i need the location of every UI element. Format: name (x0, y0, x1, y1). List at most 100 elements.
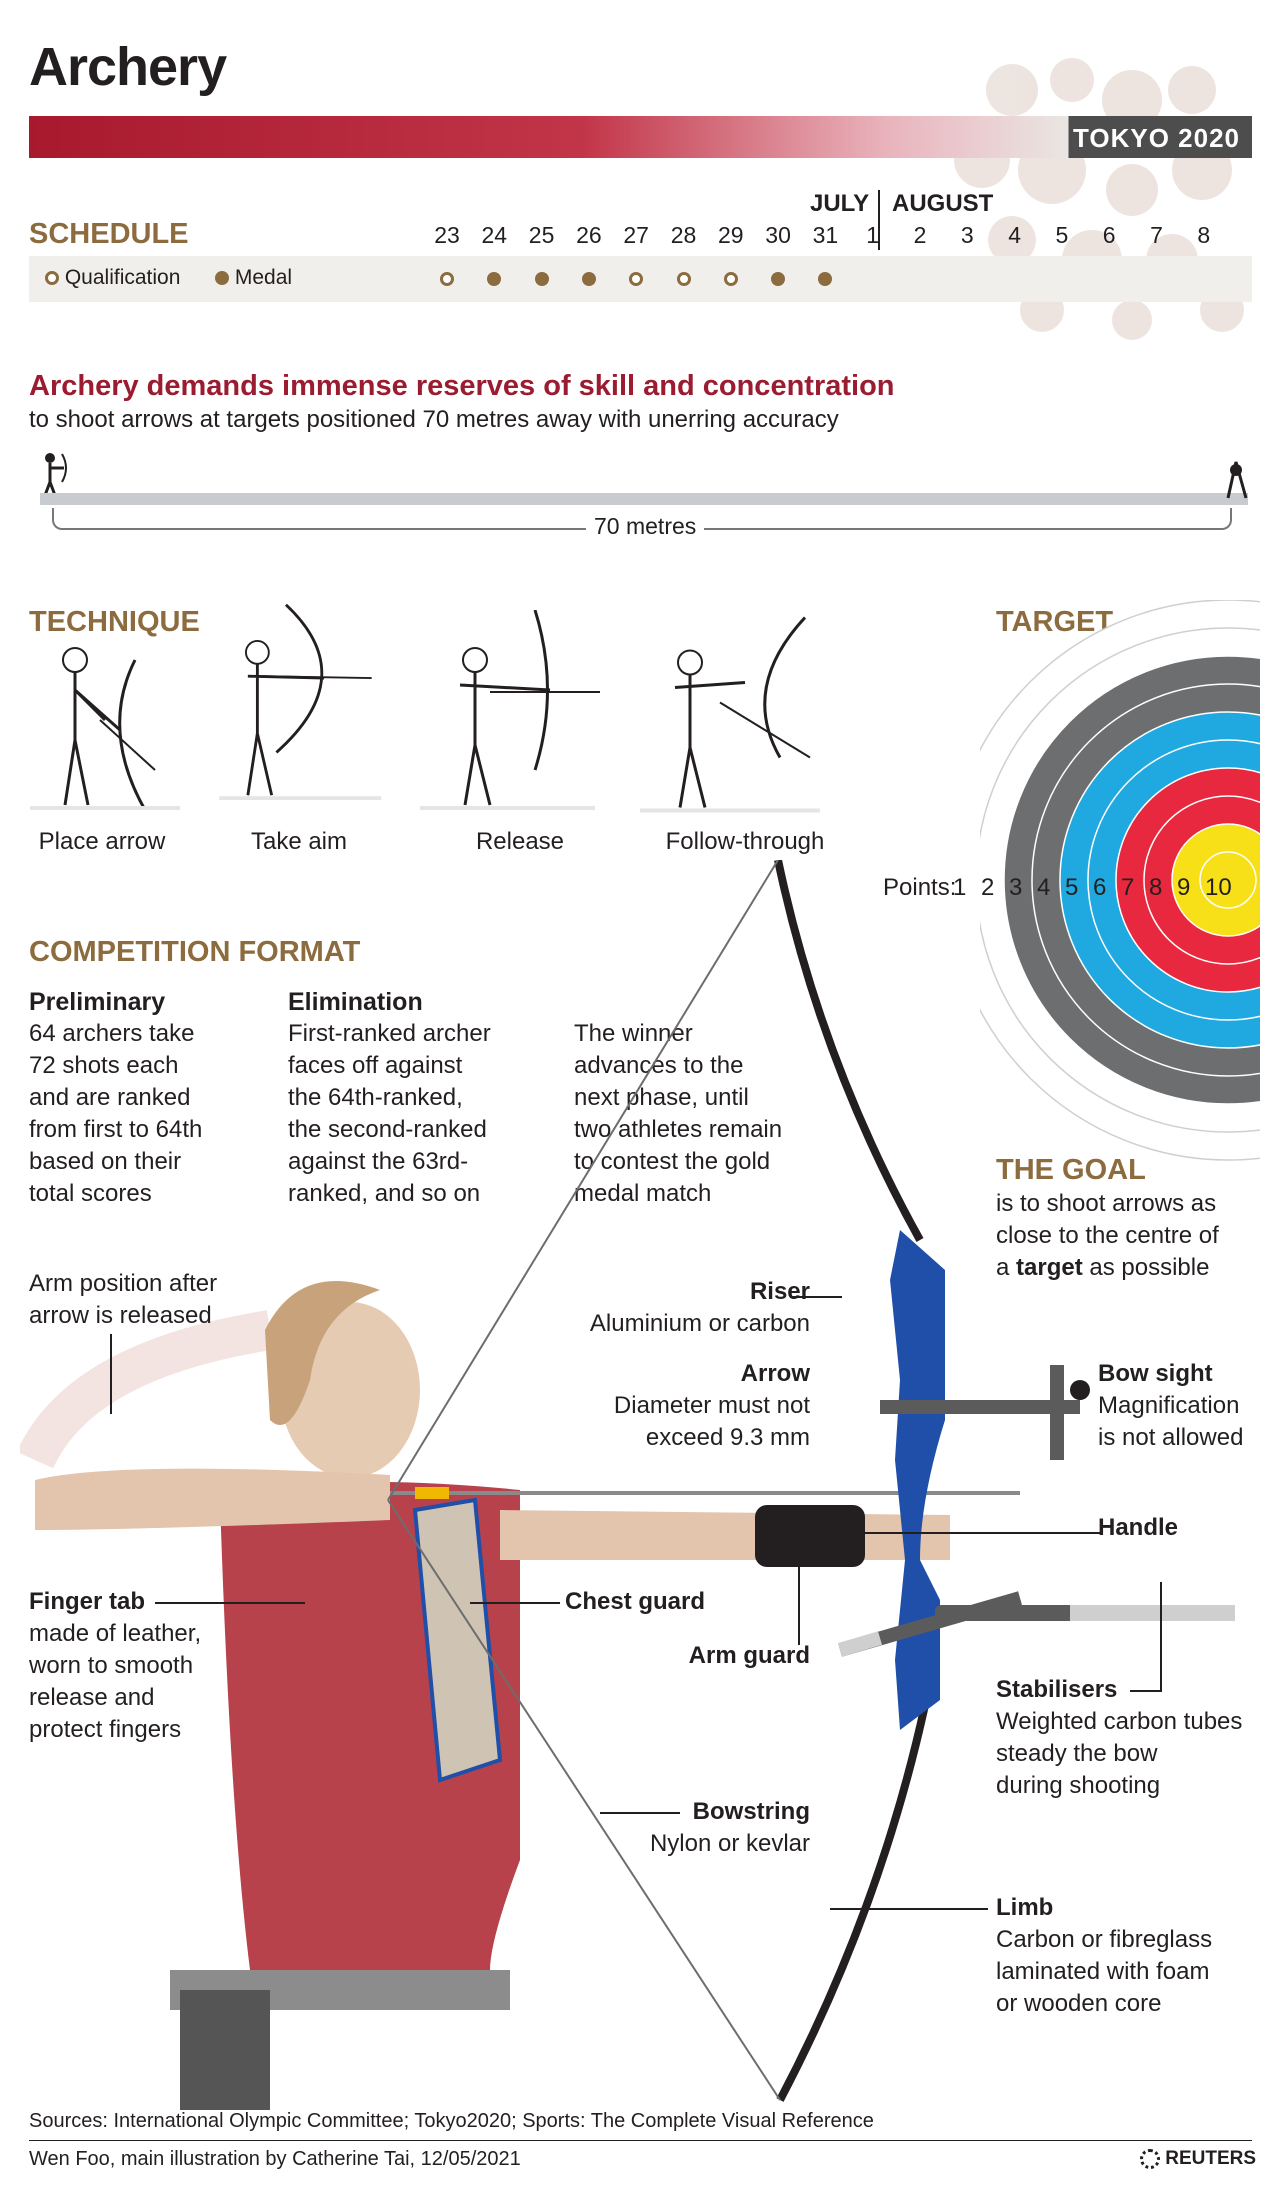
text-line: 64 archers take (29, 1020, 195, 1047)
leader-riser (790, 1296, 842, 1298)
release-figure (420, 610, 600, 810)
text-line: to contest the gold (574, 1148, 771, 1175)
reuters-logo: REUTERS (1140, 2148, 1256, 2170)
technique-step: Release (475, 828, 565, 855)
take-aim-figure (219, 603, 382, 800)
goal-heading: THE GOAL (996, 1154, 1146, 1186)
elimination-title: Elimination (288, 988, 423, 1016)
schedule-date: 5 (1055, 222, 1069, 248)
month-august: AUGUST (892, 190, 994, 217)
qualification-event-dot (676, 272, 691, 286)
text-line: the 64th-ranked, (288, 1084, 463, 1111)
technique-heading: TECHNIQUE (29, 606, 200, 638)
text-line: total scores (29, 1180, 152, 1207)
goal-text: is to shoot arrows as close to the centr… (996, 1190, 1219, 1281)
text-line: based on their (29, 1148, 182, 1175)
tokyo-banner (29, 116, 1252, 158)
elimination-text: First-ranked archer faces off against the … (288, 1018, 491, 1210)
page-title: Archery (29, 37, 227, 97)
schedule-date: 27 (623, 222, 649, 248)
schedule-date: 29 (718, 222, 744, 248)
technique-step: Take aim (250, 828, 348, 855)
archery-target (980, 600, 1260, 1161)
text-line: ranked, and so on (288, 1180, 481, 1207)
target-point-label: 4 (1037, 874, 1051, 901)
legend-medal: Medal (215, 266, 292, 290)
technique-step: Follow-through (665, 828, 825, 855)
footer-divider (29, 2140, 1252, 2141)
elimination-block: Elimination First-ranked archer faces off… (288, 986, 491, 1210)
format-heading: COMPETITION FORMAT (29, 936, 361, 968)
text-line: 72 shots each (29, 1052, 179, 1079)
qualification-dot-icon (45, 271, 59, 286)
preliminary-text: 64 archers take 72 shots each and are rank… (29, 1018, 202, 1210)
points-label: Points: (883, 874, 957, 901)
month-july: JULY (810, 190, 870, 217)
leader-stabilisers (1160, 1582, 1162, 1692)
distance-label: 70 metres (586, 513, 705, 540)
target-point-label: 7 (1121, 874, 1135, 901)
range-track (40, 493, 1248, 505)
schedule-date: 7 (1150, 222, 1163, 248)
leader-chest-guard (470, 1602, 560, 1604)
target-point-label: 6 (1093, 874, 1107, 901)
callout-riser: Riser Aluminium or carbon (589, 1278, 810, 1337)
text-line: against the 63rd- (288, 1148, 469, 1175)
callout-stabilisers: Stabilisers Weighted carbon tubes steady… (996, 1676, 1243, 1799)
target-point-label: 3 (1009, 874, 1023, 901)
target-point-label: 2 (981, 874, 995, 901)
schedule-heading: SCHEDULE (29, 218, 189, 250)
callout-bow-sight: Bow sight Magnification is not allowed (1098, 1360, 1244, 1451)
text-line: arrow is released (29, 1302, 212, 1329)
leader-handle (850, 1532, 1100, 1534)
leader-finger-tab (155, 1602, 305, 1604)
callout-chest-guard: Chest guard (565, 1588, 706, 1615)
text-line: next phase, until (574, 1084, 749, 1111)
callout-limb: Limb Carbon or fibreglass laminated with… (996, 1894, 1213, 2017)
headline: Archery demands immense reserves of skil… (29, 370, 895, 402)
legend-qualification: Qualification (45, 266, 180, 290)
schedule-date: 1 (866, 222, 880, 248)
target-point-label: 10 (1205, 874, 1232, 901)
target-point-label: 9 (1177, 874, 1191, 901)
schedule-date: 3 (960, 222, 974, 248)
schedule-date: 6 (1102, 222, 1116, 248)
leader-arm-position (110, 1334, 112, 1414)
schedule-date: 25 (528, 222, 555, 248)
schedule-date: 26 (576, 222, 602, 248)
preliminary-title: Preliminary (29, 988, 166, 1016)
reuters-logo-icon (1140, 2148, 1160, 2169)
target-stand-icon (1226, 461, 1248, 499)
schedule-date: 4 (1008, 222, 1021, 248)
banner-label: TOKYO 2020 (1072, 123, 1240, 153)
text-line: faces off against (288, 1052, 463, 1079)
text-line: and are ranked (29, 1084, 191, 1111)
target-heading: TARGET (996, 606, 1114, 638)
text-line: First-ranked archer (288, 1020, 491, 1047)
text-line: the second-ranked (288, 1116, 487, 1143)
sources-text: Sources: International Olympic Committee… (29, 2110, 874, 2132)
medal-event-dot (534, 272, 549, 286)
medal-event-dot (818, 272, 833, 286)
leader-arm-guard (798, 1555, 800, 1645)
archer-illustration (20, 860, 1235, 2110)
month-divider (878, 190, 880, 250)
text-line: medal match (574, 1180, 712, 1207)
leader-stabilisers-h (1130, 1690, 1160, 1692)
schedule-date: 30 (765, 222, 791, 248)
callout-finger-tab: Finger tab made of leather, worn to smoo… (29, 1588, 202, 1743)
subhead: to shoot arrows at targets positioned 70… (29, 406, 839, 433)
qualification-event-dot (440, 272, 454, 286)
medal-dot-icon (215, 271, 229, 286)
follow-through-figure (640, 616, 820, 813)
schedule-date: 2 (913, 222, 927, 248)
schedule-date: 8 (1197, 222, 1211, 248)
medal-event-dot (581, 272, 596, 286)
callout-handle: Handle (1098, 1514, 1179, 1541)
medal-event-dot (771, 272, 786, 286)
callout-bowstring: Bowstring Nylon or kevlar (649, 1798, 810, 1857)
callout-arrow: Arrow Diameter must not exceed 9.3 mm (613, 1360, 810, 1451)
preliminary-block: Preliminary 64 archers take 72 shots each… (29, 986, 202, 1210)
